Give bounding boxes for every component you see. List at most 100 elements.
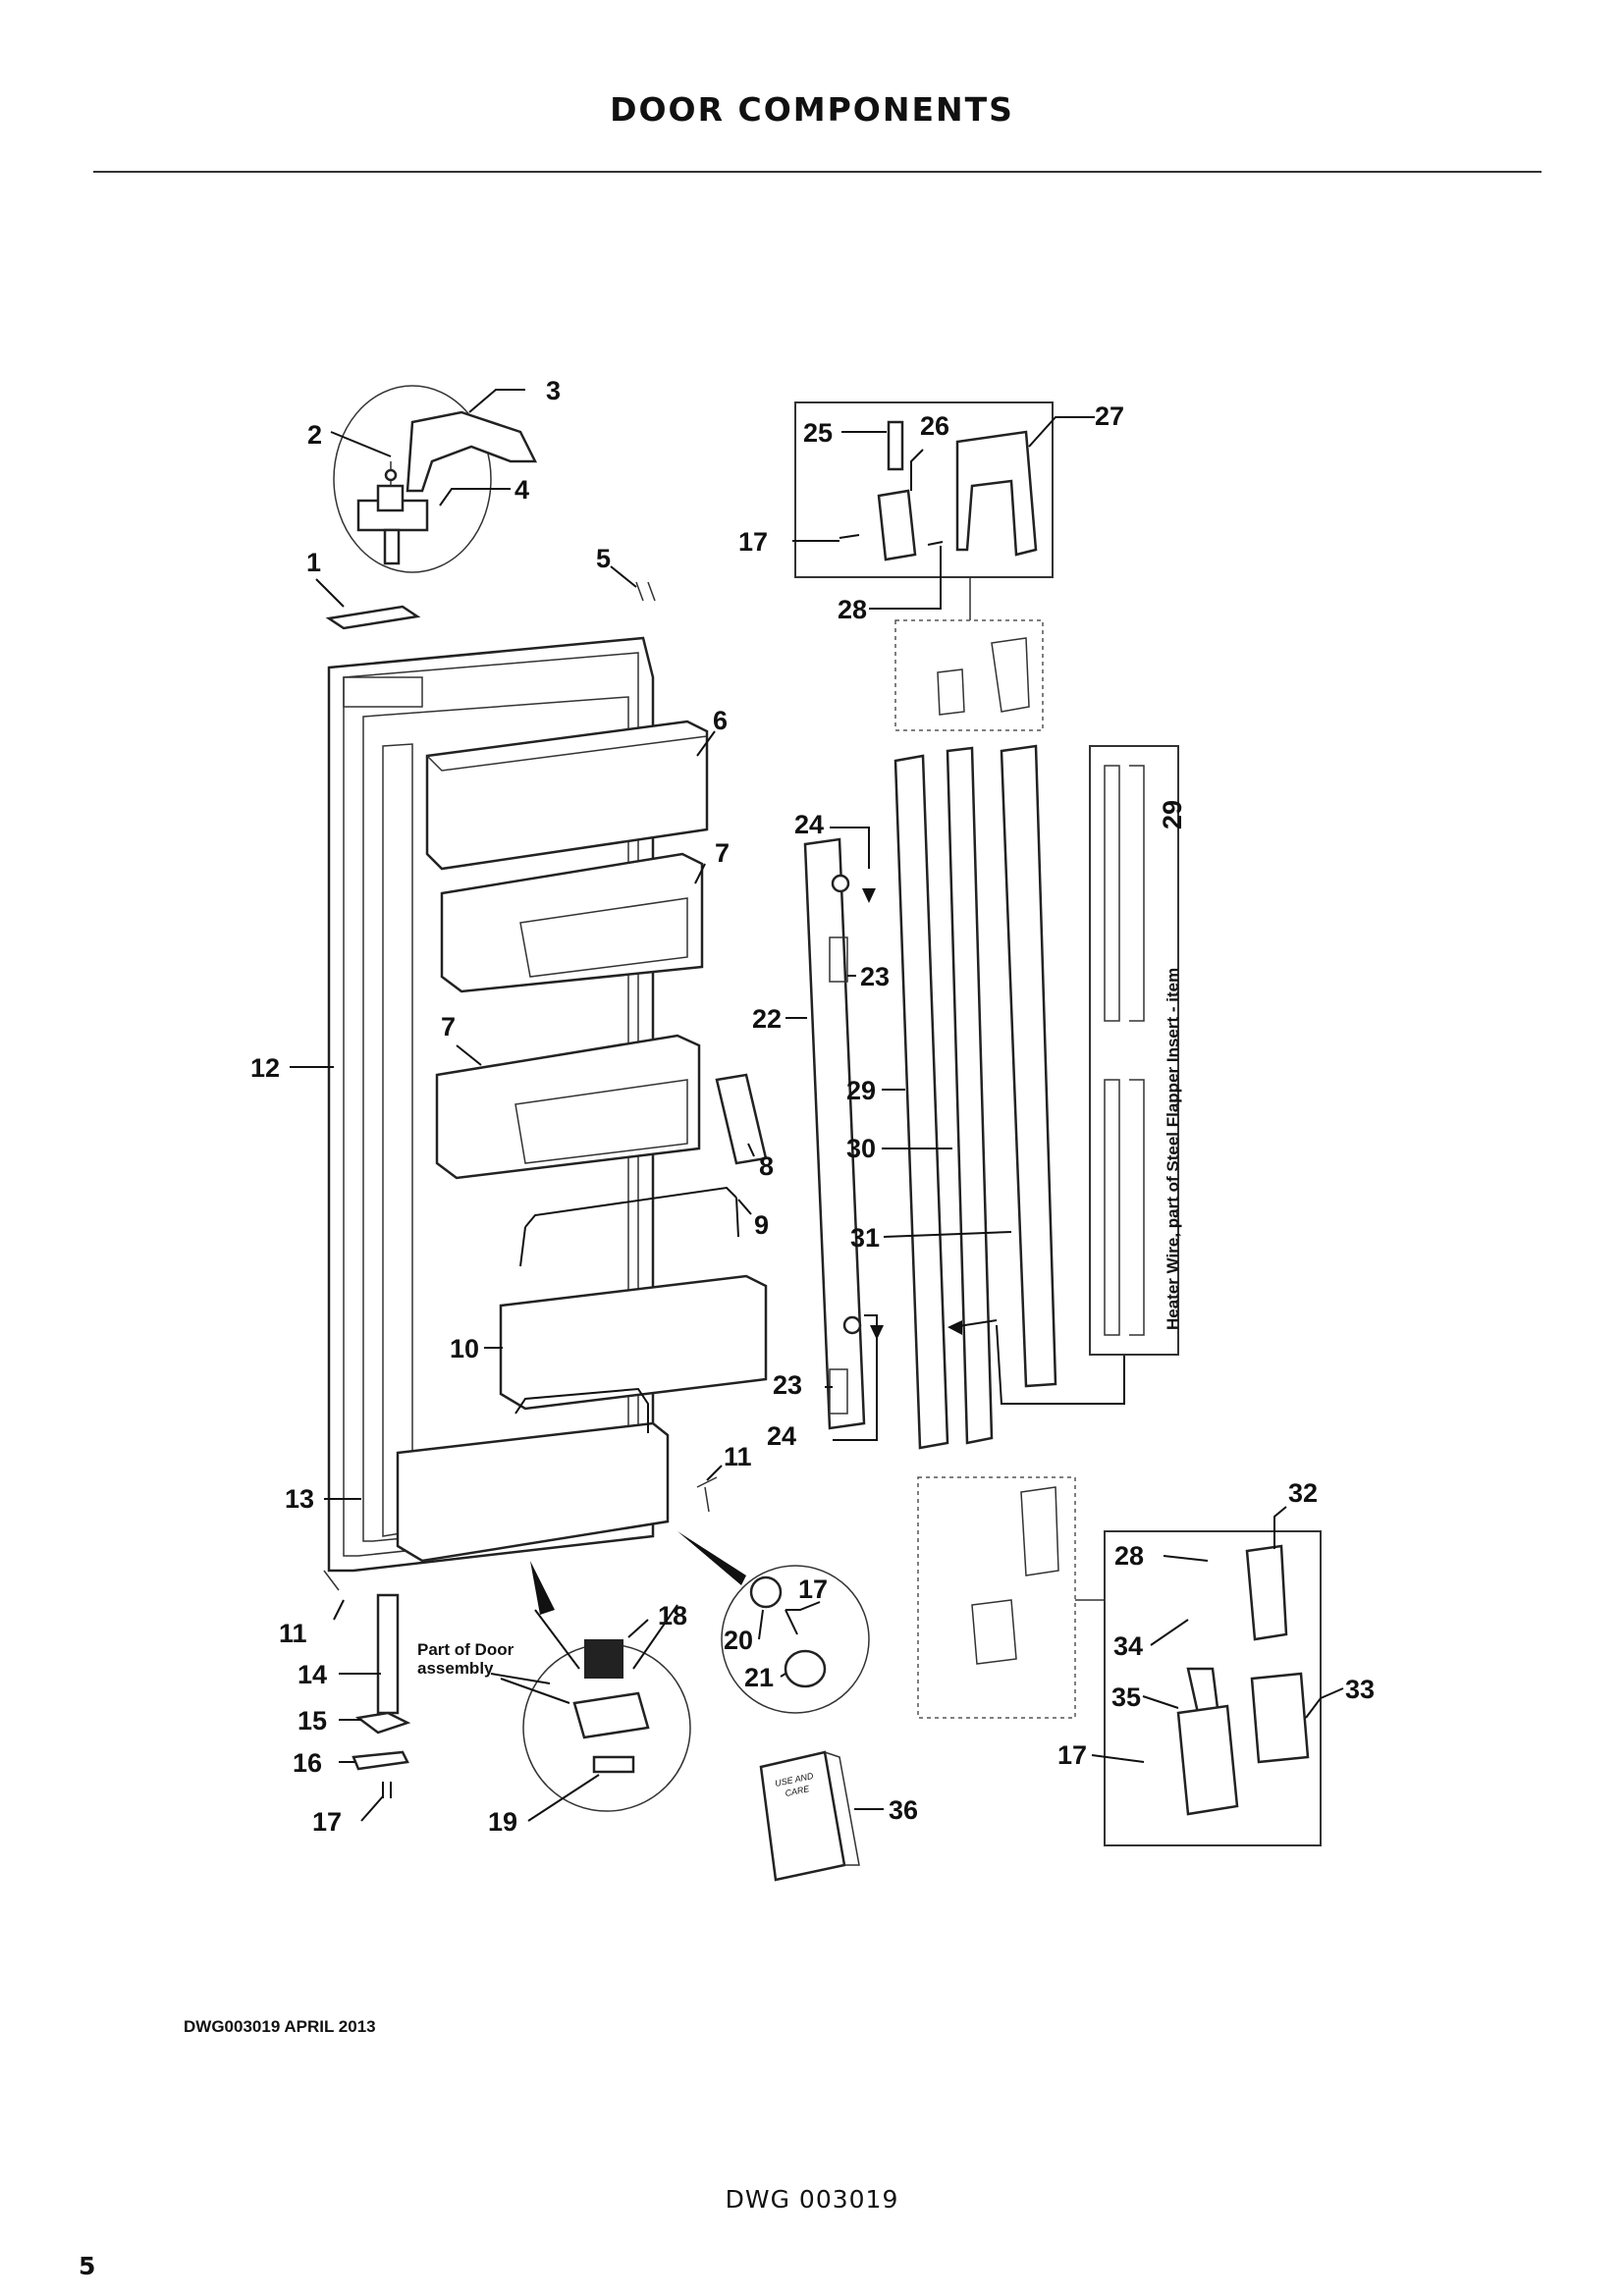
bottom-hinge-group xyxy=(352,1593,411,1798)
screw-box-lower xyxy=(829,1368,848,1415)
callout-11b: 11 xyxy=(279,1619,307,1648)
door-bin-upper xyxy=(440,852,704,993)
callout-29a: 29 xyxy=(846,1076,876,1105)
callout-14: 14 xyxy=(298,1660,327,1689)
flapper-strip-29 xyxy=(893,754,949,1450)
page-title: DOOR COMPONENTS xyxy=(610,90,1014,129)
callout-4: 4 xyxy=(514,475,529,505)
stopper-cap xyxy=(784,1649,827,1688)
door-bin-bottom xyxy=(396,1421,670,1563)
drawing-date: DWG003019 APRIL 2013 xyxy=(184,2017,376,2036)
callout-3: 3 xyxy=(546,376,561,405)
detail-circle-stopper xyxy=(721,1565,870,1714)
callout-13: 13 xyxy=(285,1484,314,1514)
callout-5: 5 xyxy=(596,544,611,573)
callout-33: 33 xyxy=(1345,1675,1375,1704)
heater-wire-note: Heater Wire, part of Steel Flapper Inser… xyxy=(1158,800,1187,1330)
hinge-detail-circle xyxy=(333,385,492,573)
hinge-cam-assembly xyxy=(1176,1704,1239,1816)
heater-wire-panel xyxy=(1089,745,1179,1356)
use-and-care-manual xyxy=(759,1750,846,1882)
top-cap xyxy=(325,605,421,630)
door-bin-middle xyxy=(435,1034,701,1180)
callout-7a: 7 xyxy=(715,838,730,868)
lower-hinge-kit-box xyxy=(1104,1530,1322,1846)
callout-30: 30 xyxy=(846,1134,876,1163)
callout-23a: 23 xyxy=(860,962,890,991)
lower-hinge-variant-box xyxy=(917,1476,1076,1719)
handle-insert xyxy=(572,1691,650,1739)
hinge-cover xyxy=(955,430,1038,557)
callout-24a: 24 xyxy=(794,810,824,839)
heater-wire-note-text: Heater Wire, part of Steel Flapper Inser… xyxy=(1164,968,1182,1330)
part-of-door-note-line2: assembly xyxy=(417,1659,494,1678)
hinge-pin-long xyxy=(376,1593,400,1715)
top-hinge-bracket xyxy=(406,410,538,493)
title-divider xyxy=(93,171,1542,173)
bin-clip xyxy=(696,1476,718,1513)
callout-25: 25 xyxy=(803,418,833,448)
callout-36: 36 xyxy=(889,1795,918,1825)
top-hinge-group xyxy=(333,385,538,573)
door-bin-lower xyxy=(499,1274,768,1411)
callout-labels: 1 2 3 4 5 6 7 7 8 9 10 11 11 12 13 14 15… xyxy=(250,376,1375,1837)
hinge-block xyxy=(877,489,917,561)
bottle-rail xyxy=(519,1186,739,1267)
stopper-nut xyxy=(749,1575,783,1609)
bottom-clip xyxy=(323,1570,340,1591)
callout-22: 22 xyxy=(752,1004,782,1034)
hinge-pin-small xyxy=(887,420,904,471)
callout-21: 21 xyxy=(744,1663,774,1692)
callout-9: 9 xyxy=(754,1210,769,1240)
handle-clip xyxy=(592,1755,635,1774)
leader-lines xyxy=(290,389,1344,1822)
door-bracket xyxy=(803,837,866,1430)
lower-hinge-housing xyxy=(1250,1672,1310,1764)
callout-2: 2 xyxy=(307,420,322,450)
hinge-kit-variant-box xyxy=(894,619,1044,731)
filter-pad xyxy=(584,1639,623,1679)
hinge-kit-box xyxy=(794,401,1054,578)
callout-12: 12 xyxy=(250,1053,280,1083)
callout-27: 27 xyxy=(1095,401,1124,431)
callout-28a: 28 xyxy=(838,595,867,624)
callout-17d: 17 xyxy=(1057,1740,1087,1770)
door-clip xyxy=(635,581,656,602)
callout-17a: 17 xyxy=(312,1807,342,1837)
callout-7b: 7 xyxy=(441,1012,456,1041)
callout-8: 8 xyxy=(759,1151,774,1181)
callout-10: 10 xyxy=(450,1334,479,1363)
dairy-compartment xyxy=(425,720,709,871)
screw-box-upper xyxy=(829,936,848,983)
callout-31: 31 xyxy=(850,1223,880,1253)
callout-15: 15 xyxy=(298,1706,327,1735)
stopper-screw xyxy=(785,1609,798,1635)
callout-18: 18 xyxy=(658,1601,687,1630)
hinge-screw xyxy=(384,468,398,482)
callout-11a: 11 xyxy=(724,1442,752,1471)
callout-35: 35 xyxy=(1111,1682,1141,1712)
callout-20: 20 xyxy=(724,1626,753,1655)
callout-6: 6 xyxy=(713,706,728,735)
callout-34: 34 xyxy=(1113,1631,1143,1661)
callout-32: 32 xyxy=(1288,1478,1318,1508)
callout-29b: 29 xyxy=(1158,800,1187,829)
callout-26: 26 xyxy=(920,411,949,441)
callout-24b: 24 xyxy=(767,1421,796,1451)
part-of-door-note-line1: Part of Door xyxy=(417,1640,514,1659)
lower-hinge-cover xyxy=(1245,1544,1288,1641)
callout-1: 1 xyxy=(306,548,321,577)
hinge-pin xyxy=(383,528,401,565)
flapper-strip-30 xyxy=(946,746,994,1445)
callout-28b: 28 xyxy=(1114,1541,1144,1571)
flapper-strip-31 xyxy=(1000,744,1057,1388)
bin-divider xyxy=(715,1073,768,1165)
callout-17b: 17 xyxy=(798,1575,828,1604)
callout-23b: 23 xyxy=(773,1370,802,1400)
callout-19: 19 xyxy=(488,1807,517,1837)
page-number: 5 xyxy=(79,2252,96,2280)
hinge-pin-block xyxy=(376,484,405,512)
footer-drawing-number: DWG 003019 xyxy=(725,2185,899,2214)
callout-16: 16 xyxy=(293,1748,322,1778)
